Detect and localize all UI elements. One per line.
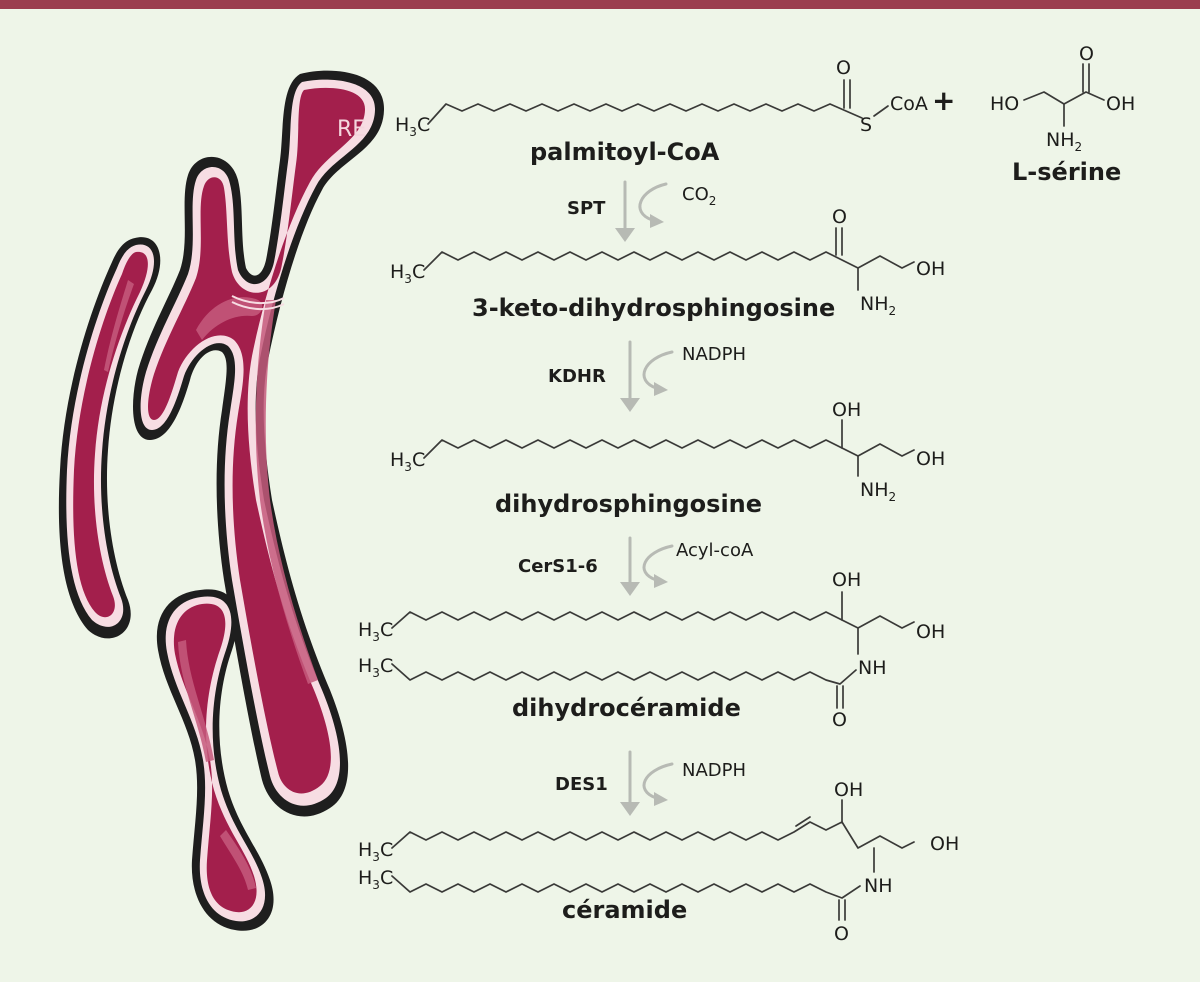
atom-coa: CoA (890, 93, 928, 115)
dihydrosphingosine-structure: H3C OH OH NH2 dihydrosphingosine (390, 399, 945, 518)
svg-text:H3C: H3C (390, 261, 425, 286)
atom-o: O (1079, 43, 1094, 65)
atom-c: C (380, 867, 393, 889)
palmitoyl-coa-structure: H3C O S CoA palmitoyl-CoA (395, 57, 928, 166)
atom-h: H (395, 114, 409, 136)
reaction-step-spt: SPT CO2 (567, 180, 716, 242)
subscript-3: 3 (409, 125, 417, 139)
atom-oh: OH (1106, 93, 1135, 115)
subscript-2: 2 (1075, 140, 1083, 154)
subscript-3: 3 (372, 878, 380, 892)
atom-c: C (412, 449, 425, 471)
svg-text:H3C: H3C (390, 449, 425, 474)
enzyme-des1: DES1 (555, 774, 608, 795)
svg-text:H3C: H3C (358, 867, 393, 892)
compound-name-palmitoyl-coa: palmitoyl-CoA (530, 138, 720, 166)
atom-c: C (380, 619, 393, 641)
enzyme-spt: SPT (567, 198, 606, 219)
reaction-step-des1: DES1 NADPH (555, 750, 746, 816)
subscript-3: 3 (372, 850, 380, 864)
atom-o: O (834, 923, 849, 945)
er-label: RE (337, 117, 366, 142)
cofactor-nadph: NADPH (682, 760, 746, 781)
atom-nh: NH (1046, 129, 1075, 151)
atom-oh: OH (834, 779, 863, 801)
atom-o: O (836, 57, 851, 79)
compound-name-l-serine: L-sérine (1012, 158, 1121, 186)
enzyme-cers1-6: CerS1-6 (518, 556, 598, 577)
atom-oh: OH (832, 569, 861, 591)
svg-text:NH2: NH2 (1046, 129, 1082, 154)
svg-text:H3C: H3C (358, 839, 393, 864)
atom-h: H (358, 619, 372, 641)
atom-o: O (832, 206, 847, 228)
atom-c: C (380, 655, 393, 677)
compound-name-keto-dihydrosphingosine: 3-keto-dihydrosphingosine (472, 294, 835, 322)
atom-o: O (832, 709, 847, 731)
atom-h: H (358, 867, 372, 889)
svg-text:H3C: H3C (358, 655, 393, 680)
atom-c: C (417, 114, 430, 136)
atom-h: H (358, 655, 372, 677)
compound-name-dihydrosphingosine: dihydrosphingosine (495, 490, 762, 518)
atom-c: C (412, 261, 425, 283)
top-bar (0, 0, 1200, 9)
atom-nh: NH (858, 657, 887, 679)
atom-nh: NH (860, 293, 889, 315)
atom-oh: OH (916, 621, 945, 643)
l-serine-structure: HO O OH NH2 L-sérine (990, 43, 1135, 186)
atom-oh: OH (930, 833, 959, 855)
atom-s: S (860, 114, 872, 136)
atom-oh: OH (916, 448, 945, 470)
atom-oh: OH (832, 399, 861, 421)
subscript-3: 3 (372, 666, 380, 680)
atom-nh: NH (860, 479, 889, 501)
svg-text:NH2: NH2 (860, 479, 896, 504)
compound-name-ceramide: céramide (562, 896, 687, 924)
svg-text:NH2: NH2 (860, 293, 896, 318)
subscript-3: 3 (372, 630, 380, 644)
atom-h: H (390, 261, 404, 283)
keto-dihydrosphingosine-structure: H3C O OH NH2 3-keto-dihydrosphingosine (390, 206, 945, 322)
atom-oh: OH (916, 258, 945, 280)
atom-c: C (380, 839, 393, 861)
subscript-2: 2 (889, 490, 897, 504)
svg-text:H3C: H3C (358, 619, 393, 644)
plus-sign: + (932, 84, 955, 117)
svg-text:H3C: H3C (395, 114, 430, 139)
atom-h: H (390, 449, 404, 471)
dihydroceramide-structure: H3C OH OH NH H3C O dihydrocéramide (358, 569, 945, 731)
er-main-structure (133, 70, 385, 817)
ceramide-structure: H3C OH OH NH H3C O céramide (358, 779, 959, 945)
reaction-scheme: H3C O S CoA palmitoyl-CoA + HO O OH NH2 … (358, 43, 1135, 945)
reaction-step-cers: CerS1-6 Acyl-coA (518, 536, 754, 596)
er-tube-lower (156, 589, 274, 931)
atom-ho: HO (990, 93, 1019, 115)
atom-nh: NH (864, 875, 893, 897)
subscript-2: 2 (889, 304, 897, 318)
subscript-3: 3 (404, 272, 412, 286)
cofactor-co2: CO (682, 184, 709, 205)
subscript-2: 2 (709, 194, 717, 208)
subscript-3: 3 (404, 460, 412, 474)
reaction-step-kdhr: KDHR NADPH (548, 340, 746, 412)
cofactor-nadph: NADPH (682, 344, 746, 365)
atom-h: H (358, 839, 372, 861)
endoplasmic-reticulum-illustration: RE (58, 70, 385, 931)
svg-text:CO2: CO2 (682, 184, 716, 208)
cofactor-acyl-coa: Acyl-coA (676, 540, 754, 561)
enzyme-kdhr: KDHR (548, 366, 606, 387)
compound-name-dihydroceramide: dihydrocéramide (512, 694, 741, 722)
er-tube-left (58, 237, 161, 639)
